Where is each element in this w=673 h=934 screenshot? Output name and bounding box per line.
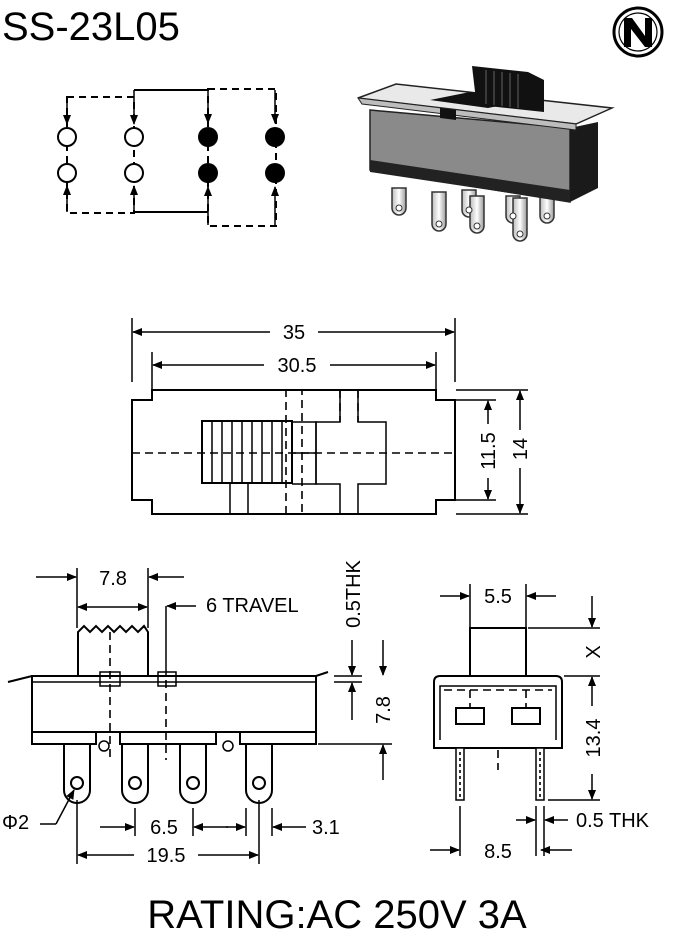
dim-x-label: X bbox=[583, 645, 605, 658]
dim-7-8-top-label: 7.8 bbox=[99, 568, 127, 590]
dim-8-5-label: 8.5 bbox=[484, 841, 512, 863]
brand-logo bbox=[612, 6, 664, 58]
phi2-label: Φ2 bbox=[2, 812, 29, 834]
dim-14-label: 14 bbox=[510, 438, 532, 460]
dim-35-label: 35 bbox=[283, 322, 305, 344]
dim-30-5-label: 30.5 bbox=[278, 355, 317, 377]
dim-13-4-label: 13.4 bbox=[583, 719, 605, 758]
end-view: 5.5 X 13.4 0.5 THK bbox=[430, 584, 650, 863]
switch-schematic bbox=[57, 88, 285, 227]
dim-5-5-label: 5.5 bbox=[484, 586, 512, 608]
rating-text: RATING:AC 250V 3A bbox=[147, 893, 527, 934]
dim-6-5-label: 6.5 bbox=[150, 817, 178, 839]
side-view: 7.8 6 TRAVEL Φ2 bbox=[2, 559, 395, 867]
travel-label: 6 TRAVEL bbox=[206, 595, 299, 617]
part-number-title: SS-23L05 bbox=[2, 5, 180, 49]
dim-7-8-right-label: 7.8 bbox=[373, 696, 395, 724]
thk-label-side: 0.5THK bbox=[343, 559, 365, 627]
dim-11-5-label: 11.5 bbox=[478, 432, 500, 469]
dim-3-1-label: 3.1 bbox=[312, 817, 340, 839]
product-photo bbox=[356, 66, 615, 242]
top-view: 35 30.5 11.5 bbox=[131, 318, 532, 515]
thk-label-end: 0.5 THK bbox=[576, 810, 650, 832]
dim-19-5-label: 19.5 bbox=[147, 845, 186, 867]
